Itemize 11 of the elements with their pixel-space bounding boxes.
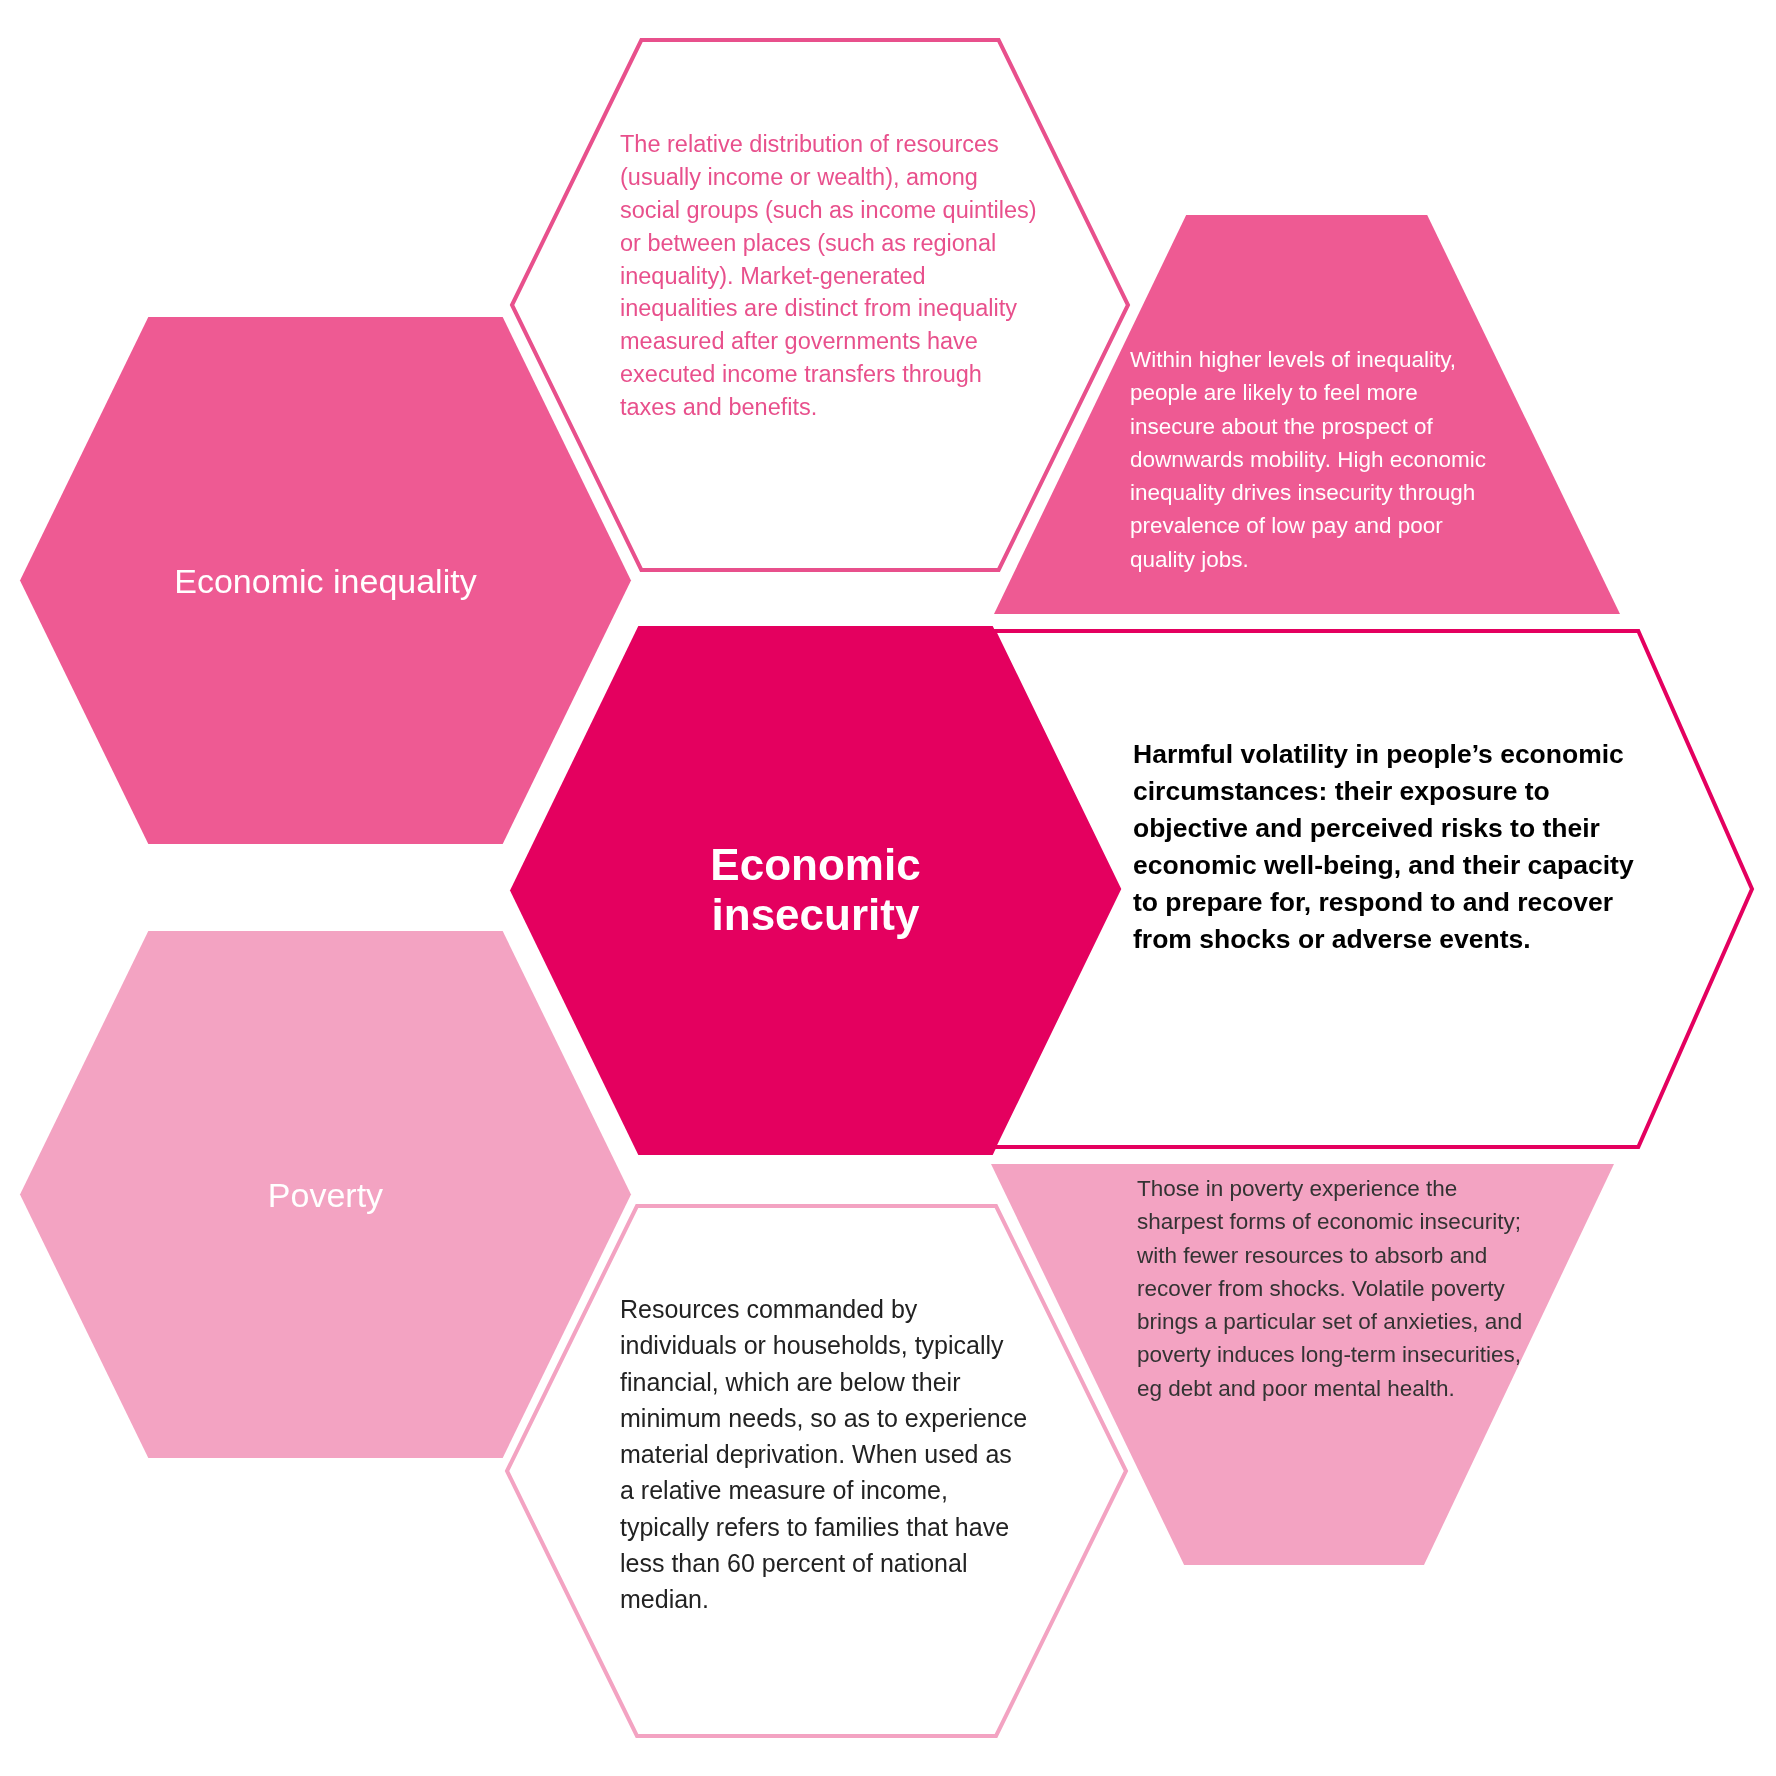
hexagon-title: Poverty	[266, 1174, 385, 1215]
definition-text: Resources commanded by individuals or households, typically financial, which are below their minimum needs, so as to experience material deprivation. When used as a relative measure of income, typically refers to families that have less than 60 percent of national median.	[620, 1294, 1029, 1615]
hexagon-title: Economic insecurity	[709, 839, 922, 942]
description-text: Within higher levels of inequality, people are likely to feel more insecure about the prospect of downwards mobility. High economic inequality drives insecurity through prevalence of low pay and poor quality jobs.	[1130, 346, 1487, 574]
outlined-hexagon	[507, 1206, 1126, 1736]
hexagon-title: Economic inequality	[173, 560, 478, 601]
outlined-hexagon	[512, 40, 1128, 570]
outlined-chevron-panel	[994, 631, 1752, 1147]
definition-text: The relative distribution of resources (usually income or wealth), among social groups (such as income quintiles) or between places (such as regional inequality). Market-generated inequalities are distinct from inequality measured after governments have executed income transfers through taxes and benefits.	[620, 130, 1038, 423]
description-text: Those in poverty experience the sharpest forms of economic insecurity; with fewer resources to absorb and recover from shocks. Volatile poverty brings a particular set of anxieties, and poverty induces long-term insecurities, eg debt and poor mental health.	[1137, 1175, 1524, 1403]
definition-text: Harmful volatility in people’s economic circumstances: their exposure to objective and perceived risks to their economic well-being, and their capacity to prepare for, respond to and recover from shocks or adverse events.	[1133, 738, 1635, 957]
